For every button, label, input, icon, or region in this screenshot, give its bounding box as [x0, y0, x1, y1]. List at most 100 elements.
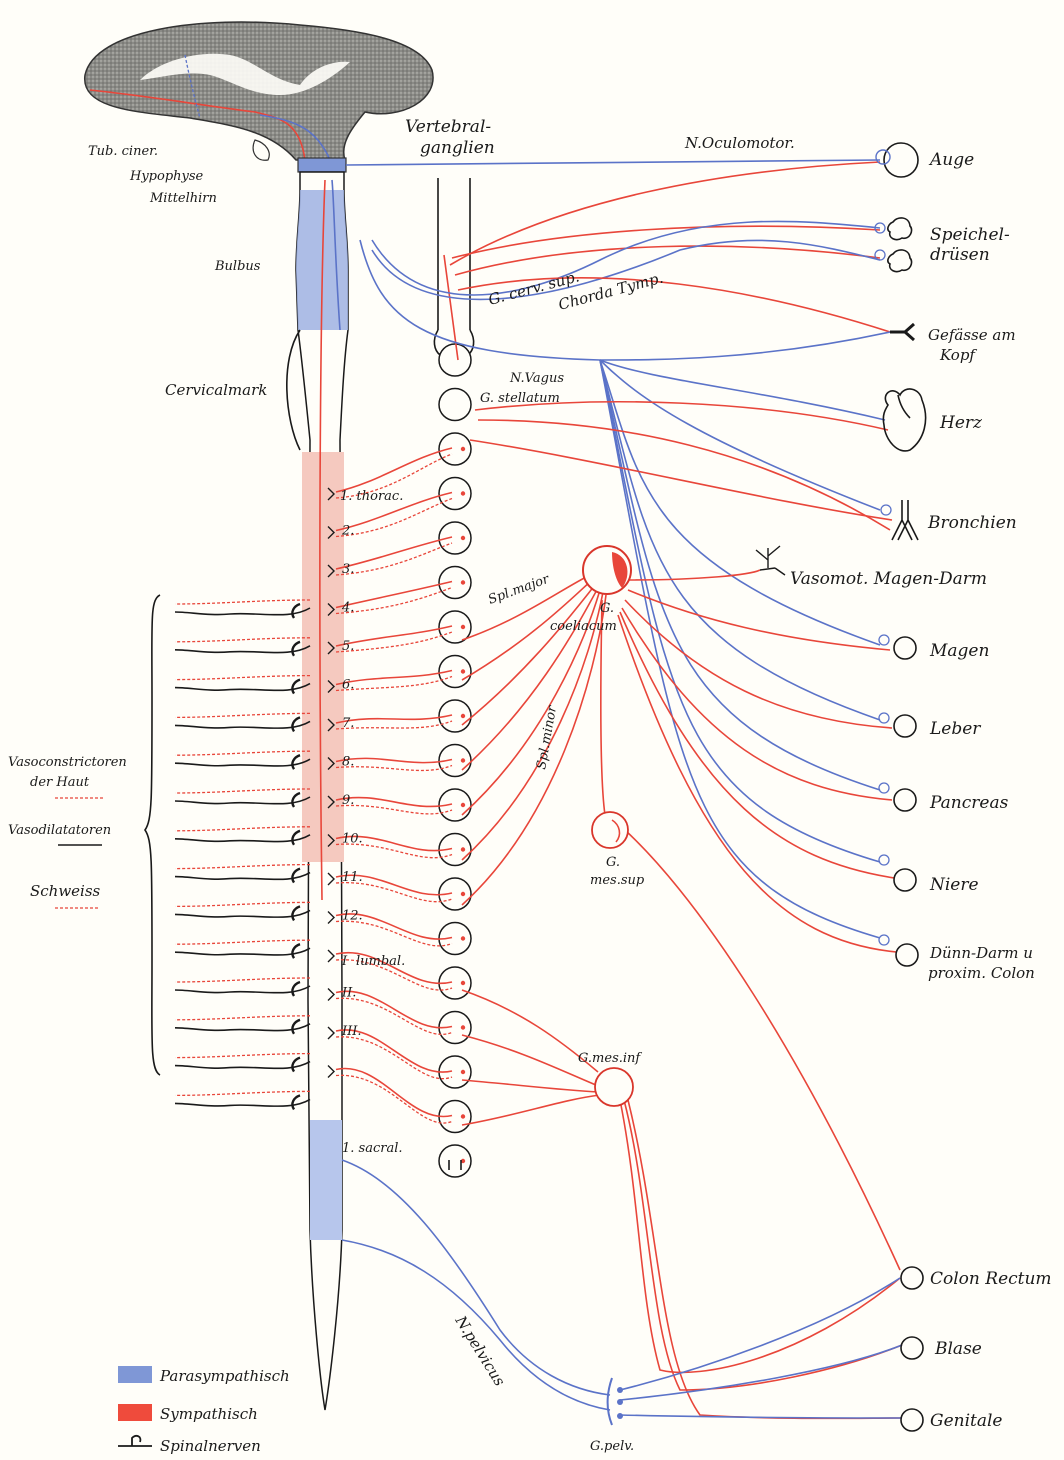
spinal-nerve-fiber [175, 684, 310, 691]
ganglion-dot [461, 536, 465, 540]
label-colon: Colon Rectum [930, 1269, 1052, 1289]
ganglion-dot [461, 625, 465, 629]
label-bronchien: Bronchien [927, 513, 1017, 533]
label-seg-number: 8. [342, 755, 354, 770]
sympathetic-skin-fiber [175, 789, 310, 793]
ganglion-dot [461, 580, 465, 584]
label-herz: Herz [939, 413, 983, 433]
label-seg-sacral: 1. sacral. [342, 1141, 403, 1156]
label-vertebral-2: ganglien [420, 138, 495, 158]
label-schweiss: Schweiss [30, 882, 101, 900]
label-speichel-1: Speichel- [930, 225, 1010, 245]
sympathetic-skin-fiber [175, 1016, 310, 1020]
spinal-ganglion [292, 793, 300, 807]
label-cervicalmark: Cervicalmark [165, 381, 267, 399]
label-n-vagus: N.Vagus [509, 371, 564, 386]
brain [85, 22, 433, 160]
spinal-nerve-fiber [175, 986, 310, 993]
label-seg-number: 12. [342, 909, 363, 924]
label-speichel-2: drüsen [930, 245, 990, 265]
spinal-ganglion [292, 642, 300, 656]
label-pancreas: Pancreas [929, 793, 1009, 813]
ganglion-dot [461, 1070, 465, 1074]
rami-dashed [336, 1037, 452, 1079]
ganglion-dot [461, 847, 465, 851]
organ-colon-icon [901, 1267, 923, 1289]
label-seg-number: III. [341, 1024, 362, 1039]
ganglion-bead [439, 389, 471, 421]
label-g-stellatum: G. stellatum [480, 391, 560, 406]
label-gefaesse-2: Kopf [939, 346, 977, 364]
label-coeliacum-2: coeliacum [550, 619, 617, 634]
sympathetic-skin-fiber [175, 638, 310, 642]
ganglion-dot [461, 803, 465, 807]
spinal-ganglion [292, 869, 300, 883]
label-vertebral-1: Vertebral- [405, 117, 491, 137]
label-seg-number: 4. [341, 601, 354, 616]
label-seg-number: 11. [342, 870, 363, 885]
organ-vasomot-icon [756, 546, 785, 575]
label-duenndarm-2: proxim. Colon [928, 964, 1035, 982]
label-seg-number: 10. [342, 832, 363, 847]
organ-herz-icon [883, 389, 925, 451]
legend-swatch-spinalnerven [118, 1436, 152, 1446]
label-blase: Blase [934, 1339, 982, 1359]
spinal-nerve-fiber [175, 835, 310, 842]
label-mes-sup-1: G. [606, 855, 620, 870]
nerve-paths [342, 160, 902, 1418]
label-niere: Niere [929, 875, 979, 895]
spinal-ganglion [292, 1020, 300, 1034]
spinal-cord [287, 158, 348, 1410]
legend-spinalnerven: Spinalnerven [160, 1437, 261, 1455]
label-auge: Auge [928, 150, 974, 170]
label-coeliacum-1: G. [600, 601, 614, 616]
spinal-nerve-fiber [175, 759, 310, 766]
label-hypophyse: Hypophyse [129, 169, 204, 184]
ganglion-bead [439, 522, 471, 554]
ganglion-dot [461, 892, 465, 896]
label-bulbus: Bulbus [214, 259, 261, 274]
label-seg-number: II. [341, 986, 356, 1001]
ganglion-dot [461, 936, 465, 940]
legend-parasympathisch: Parasympathisch [159, 1367, 290, 1385]
ganglion-dot [461, 1025, 465, 1029]
label-leber: Leber [929, 719, 981, 739]
ganglion-bead [439, 567, 471, 599]
organ-speicheldruesen-icon [875, 218, 912, 272]
spinal-ganglion [292, 1095, 300, 1109]
ganglion-dot [461, 669, 465, 673]
label-genitale: Genitale [930, 1411, 1003, 1431]
label-magen: Magen [929, 641, 989, 661]
organ-leber-icon [879, 713, 916, 737]
label-vasoconstrictoren-2: der Haut [30, 775, 90, 790]
spinal-ganglion [292, 604, 300, 618]
label-mittelhirn: Mittelhirn [149, 191, 217, 206]
sympathetic-skin-fiber [175, 865, 310, 869]
segment-labels: 1. thorac. I lumbal. 1. sacral. [340, 489, 405, 1156]
legend-sympathisch: Sympathisch [160, 1405, 258, 1423]
spinal-nerve-fiber [175, 797, 310, 804]
sympathetic-skin-fiber [175, 676, 310, 680]
spinal-ganglion [292, 1058, 300, 1072]
skin-brace [145, 595, 160, 1075]
sympathetic-skin-fiber [175, 1054, 310, 1058]
legend: Parasympathisch Sympathisch Spinalnerven [118, 1366, 290, 1455]
labels: Tub. ciner. Hypophyse Mittelhirn Bulbus … [8, 117, 1052, 1454]
organ-niere-icon [879, 855, 916, 891]
label-seg-number: 2. [341, 524, 354, 539]
rami-dashed [336, 921, 452, 946]
organ-gefaesse-icon [890, 324, 914, 340]
label-seg-number: 3. [342, 562, 354, 577]
sympathetic-skin-fiber [175, 827, 310, 831]
ganglion-dot [461, 758, 465, 762]
organ-auge-icon [876, 143, 918, 177]
organ-pancreas-icon [879, 783, 916, 811]
segment-nerves [328, 448, 452, 1123]
label-vasomot: Vasomot. Magen-Darm [790, 569, 987, 589]
label-mes-sup-2: mes.sup [590, 873, 645, 888]
label-seg-lumbal: lumbal. [356, 954, 405, 969]
ganglion-bead [439, 344, 471, 376]
label-gefaesse-1: Gefässe am [928, 326, 1016, 344]
legend-swatch-parasympathisch [118, 1366, 152, 1383]
